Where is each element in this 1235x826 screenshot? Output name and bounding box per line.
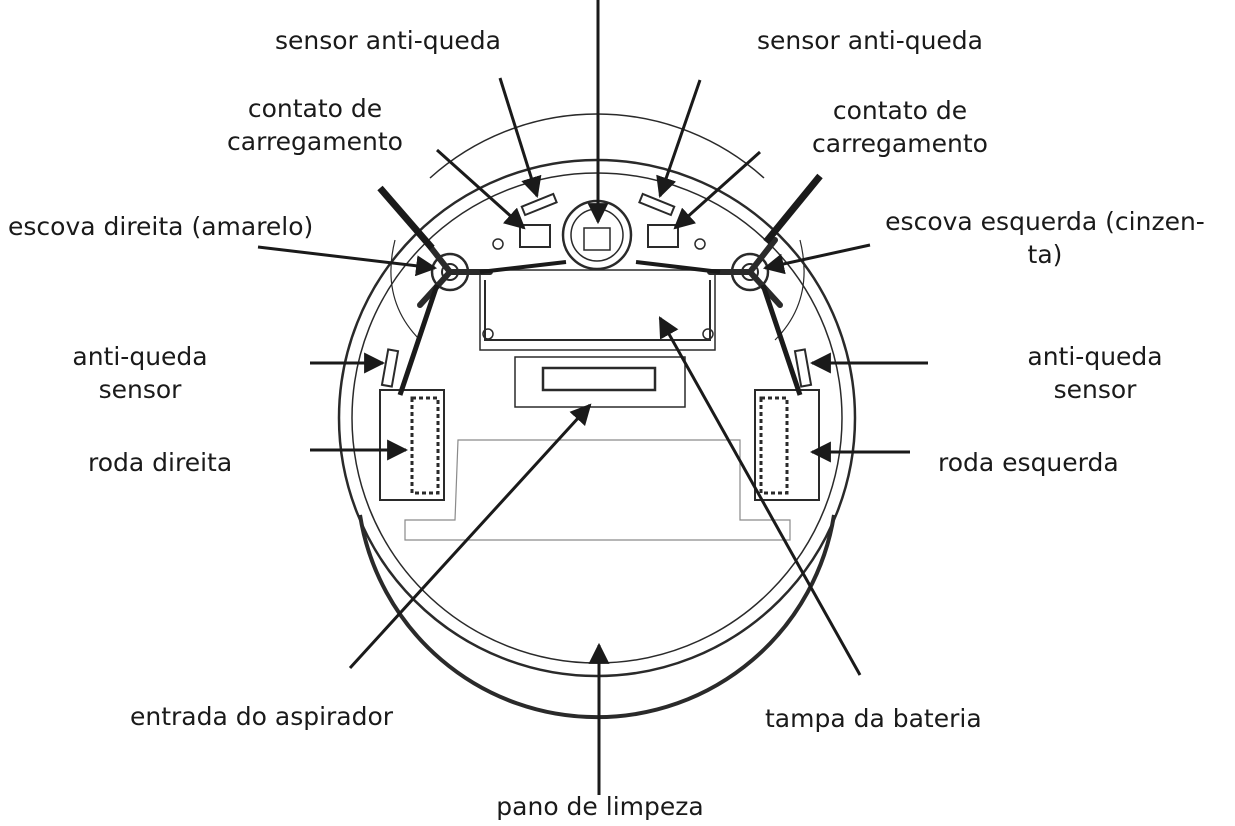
cliff-sensor-side-left	[380, 348, 400, 388]
label-brush-left-line2: ta)	[1027, 240, 1063, 269]
label-contact-right-line1: contato de	[832, 96, 968, 125]
label-sensor-left: sensor anti-queda	[274, 26, 501, 55]
label-brush-right: escova direita (amarelo)	[8, 212, 314, 241]
leader-sensor-left	[498, 77, 542, 199]
label-contact-right: contato de carregamento	[770, 94, 1030, 160]
outer-rim	[337, 158, 857, 678]
wheel-right-tread	[759, 396, 789, 495]
screw	[492, 238, 504, 250]
arm-line-left-top	[479, 260, 567, 274]
charging-contact-right	[647, 224, 679, 248]
label-battery-cover: tampa da bateria	[765, 704, 982, 733]
top-housing	[484, 280, 711, 341]
label-brush-left: escova esquerda (cinzen- ta)	[860, 205, 1230, 271]
label-side-sensor-right-line1: anti-queda	[1027, 342, 1163, 371]
robot-body	[337, 113, 857, 720]
label-side-sensor-right: anti-queda sensor	[1005, 340, 1185, 406]
rim-lower-band	[358, 514, 836, 720]
label-wheel-left: roda esquerda	[938, 448, 1119, 477]
charging-contact-left	[519, 224, 551, 248]
brush-wheel-area-right	[774, 239, 805, 341]
cliff-sensor-side-right	[793, 348, 813, 388]
label-contact-left-line2: carregamento	[227, 127, 403, 156]
label-side-sensor-left: anti-queda sensor	[50, 340, 230, 406]
label-wheel-right: roda direita	[88, 448, 233, 477]
leader-sensor-right	[656, 79, 702, 198]
screw	[482, 328, 494, 340]
label-side-sensor-left-line1: anti-queda	[72, 342, 208, 371]
vacuum-inlet-frame	[514, 356, 686, 408]
caster-hub	[583, 227, 611, 251]
wheel-left-housing	[379, 389, 445, 501]
brush-pointer-right	[763, 173, 823, 245]
label-side-sensor-left-line2: sensor	[98, 375, 182, 404]
arm-line-right-top	[635, 260, 721, 274]
arm-line-left-down	[397, 284, 440, 396]
label-brush-left-line1: escova esquerda (cinzen-	[885, 207, 1205, 236]
leader-lines	[257, 0, 928, 795]
label-vacuum-inlet: entrada do aspirador	[130, 702, 394, 731]
leader-battery-cover	[658, 316, 862, 676]
screw	[694, 238, 706, 250]
screw	[702, 328, 714, 340]
arm-line-right-down	[760, 284, 803, 396]
brush-wheel-area-left	[390, 239, 421, 341]
leader-brush-left	[762, 243, 871, 275]
label-side-sensor-right-line2: sensor	[1053, 375, 1137, 404]
cliff-sensor-top-left	[520, 192, 558, 217]
cliff-sensor-top-right	[638, 192, 676, 217]
leader-brush-right	[257, 245, 438, 277]
bin-outline	[404, 439, 791, 541]
leader-contact-right	[673, 150, 761, 230]
side-brush-arm-right	[707, 237, 783, 308]
leader-vacuum-inlet	[348, 403, 592, 670]
brush-pointer-left	[377, 185, 435, 251]
label-contact-left: contato de carregamento	[190, 92, 440, 158]
label-sensor-right: sensor anti-queda	[756, 26, 983, 55]
battery-cover-plate	[479, 269, 716, 351]
wheel-left-tread	[410, 396, 440, 495]
vacuum-inlet-slot	[541, 366, 657, 392]
label-contact-left-line1: contato de	[247, 94, 383, 123]
label-cleaning-cloth: pano de limpeza	[496, 792, 704, 821]
leader-contact-left	[435, 148, 526, 230]
label-contact-right-line2: carregamento	[812, 129, 988, 158]
